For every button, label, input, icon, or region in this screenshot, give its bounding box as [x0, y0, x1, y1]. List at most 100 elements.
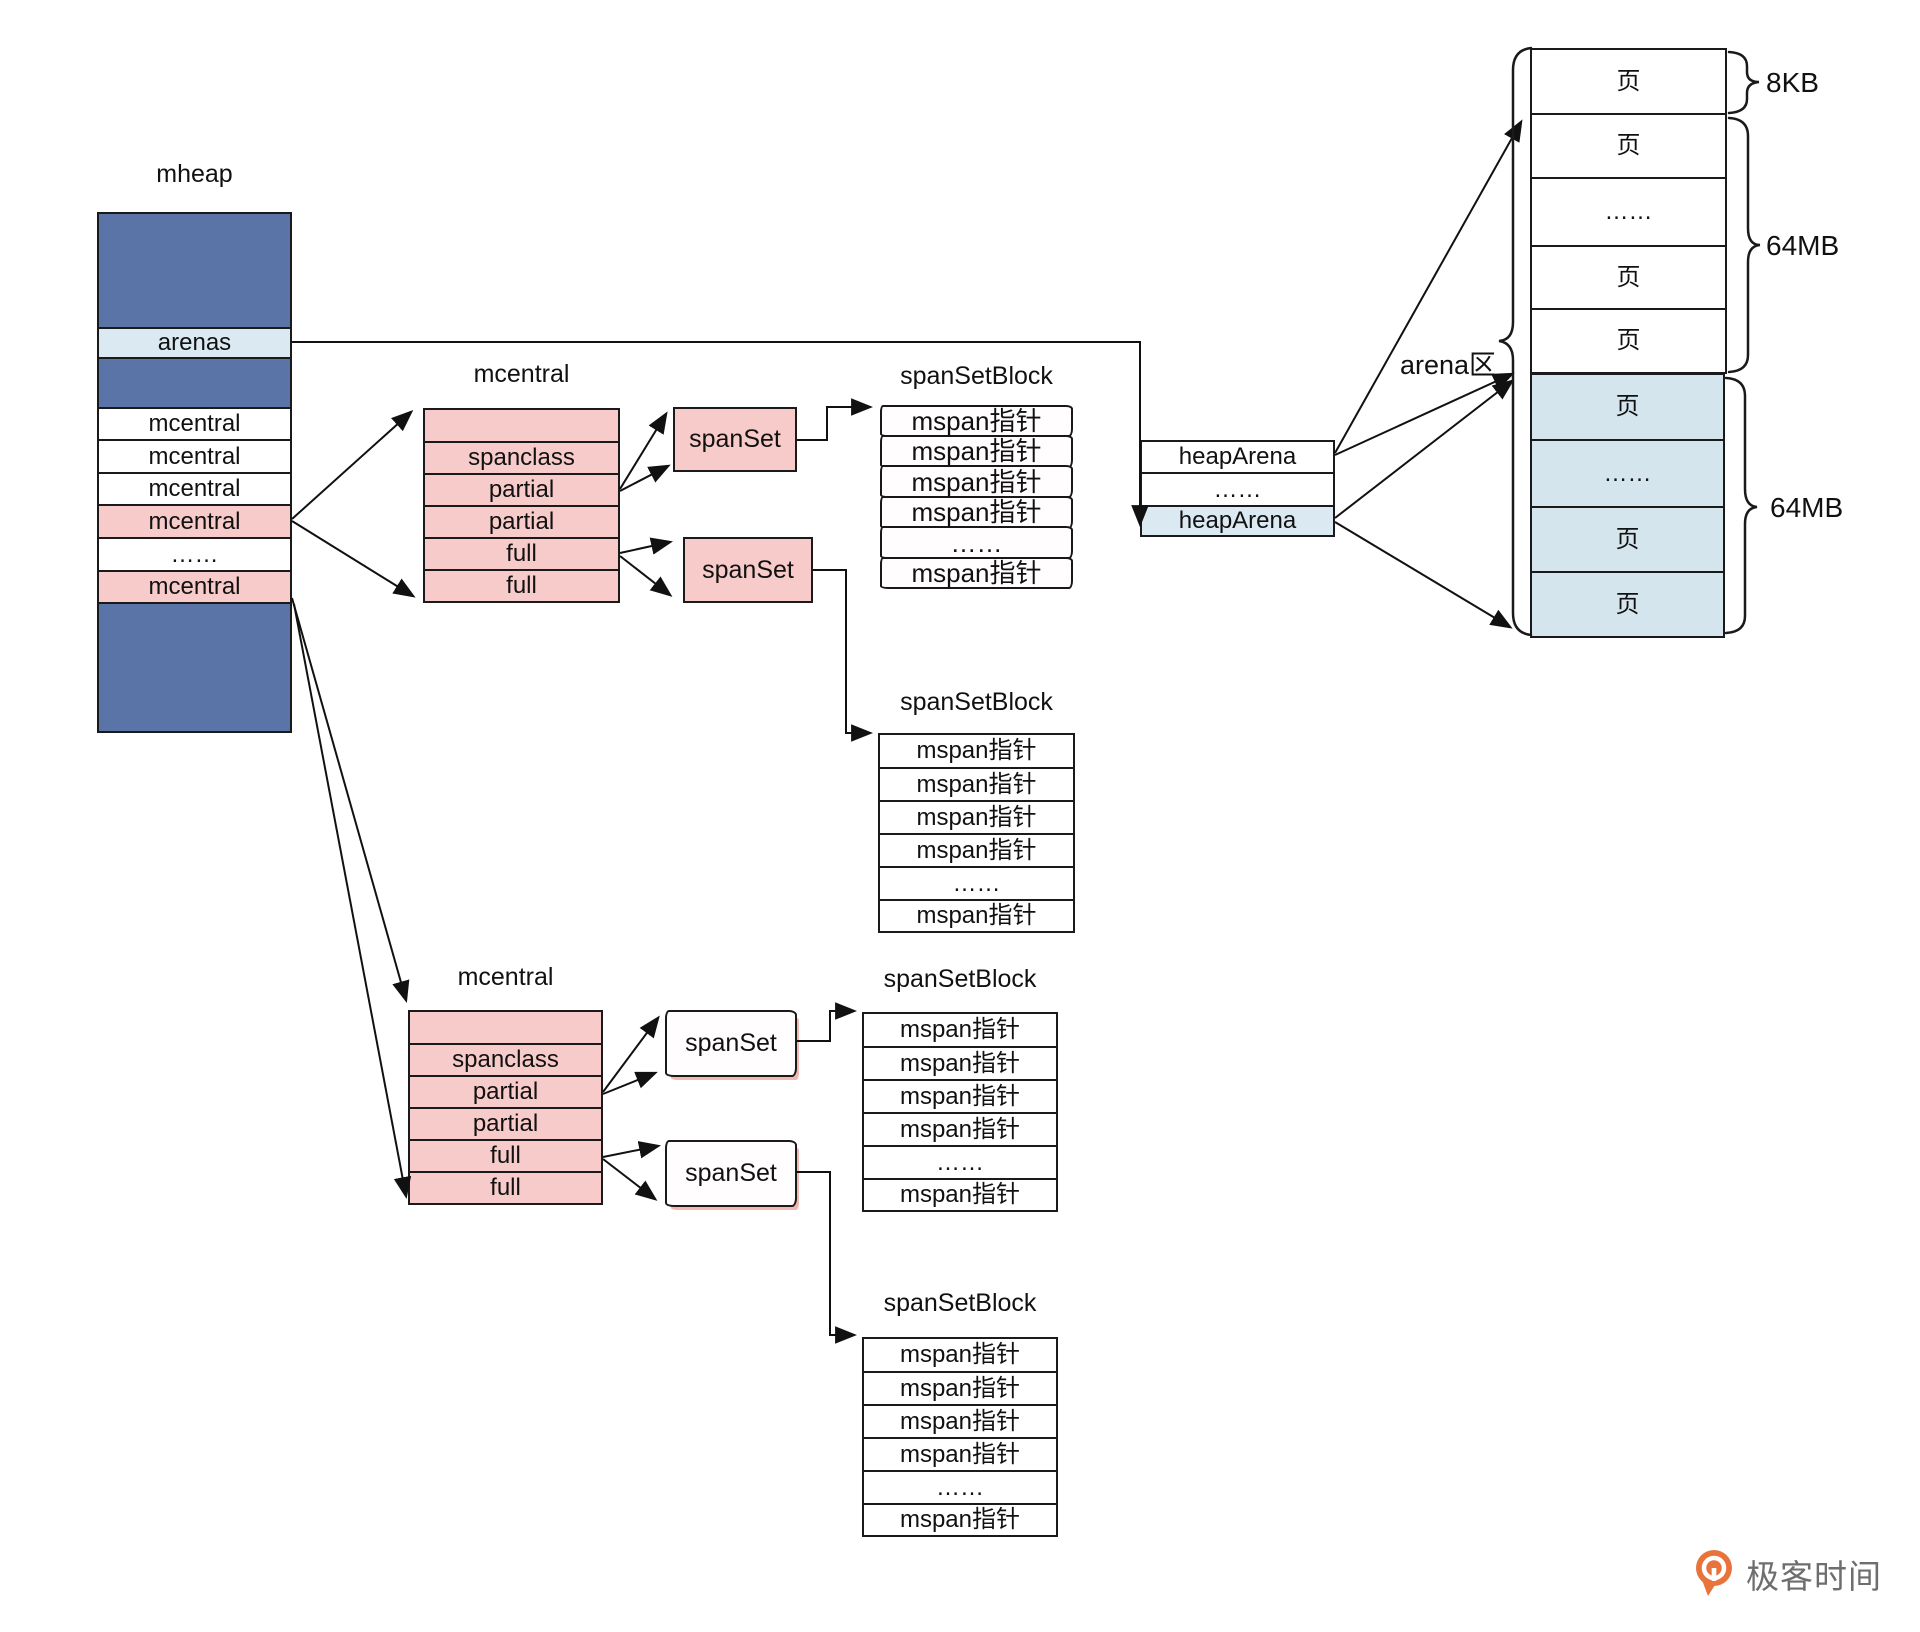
mcentral-field-spanclass: spanclass — [410, 1043, 601, 1075]
arrow-partial-to-spanset1-a — [619, 411, 668, 490]
spansetblock-4-title: spanSetBlock — [883, 1289, 1037, 1317]
arrow-spanset2-to-block2 — [813, 569, 874, 742]
ellipsis-cell: …… — [1532, 439, 1723, 506]
brace-64mb-blue — [1724, 376, 1758, 635]
mspan-pointer-cell: mspan指针 — [880, 800, 1073, 833]
arrow-mheap-to-mcentral-bottom-b — [293, 603, 412, 1200]
mspan-pointer-cell: mspan指针 — [864, 1079, 1056, 1112]
arrow-heaparena1-to-white-bottom — [1334, 372, 1515, 456]
arrow-heaparena2-to-blue-top — [1334, 379, 1515, 519]
page-cell: 页 — [1532, 245, 1725, 308]
arrow-partial-to-spanset3-b — [602, 1071, 658, 1095]
arrow-full-to-spanset4-b — [602, 1158, 658, 1201]
mheap-field — [99, 602, 290, 731]
geektime-logo-text: 极客时间 — [1746, 1558, 1882, 1595]
mspan-pointer-cell: mspan指针 — [880, 833, 1073, 866]
mcentral-field-full: full — [425, 537, 618, 569]
mcentral-top-struct: spanclass partial partial full full — [423, 408, 620, 603]
ellipsis-cell: …… — [1142, 472, 1333, 505]
ellipsis-cell: …… — [1532, 177, 1725, 245]
arrow-full-to-spanset4-a — [602, 1141, 662, 1159]
ellipsis-cell: …… — [880, 866, 1073, 899]
mheap-field-arenas: arenas — [99, 327, 290, 357]
page-cell: 页 — [1532, 50, 1725, 113]
mspan-pointer-cell: mspan指针 — [864, 1503, 1056, 1535]
mspan-pointer-cell: mspan指针 — [880, 495, 1073, 529]
spanset-box-1: spanSet — [673, 407, 797, 472]
mcentral-bottom-struct: spanclass partial partial full full — [408, 1010, 603, 1205]
arrow-full-to-spanset2-b — [619, 555, 673, 597]
geektime-logo-icon — [1696, 1550, 1732, 1596]
size-label-64mb-white: 64MB — [1766, 230, 1840, 261]
mcentral-field-partial: partial — [425, 505, 618, 537]
mcentral-field-partial: partial — [410, 1107, 601, 1139]
mcentral-top-title: mcentral — [473, 360, 570, 388]
heaparena-cell: heapArena — [1142, 442, 1333, 472]
mheap-title: mheap — [156, 160, 233, 188]
arena-pages-white: 页 页 …… 页 页 — [1530, 48, 1727, 374]
spanset-box-3: spanSet — [665, 1010, 797, 1077]
mheap-field-ellipsis: …… — [99, 537, 290, 570]
arrow-full-to-spanset2-a — [619, 537, 674, 555]
mspan-pointer-cell: mspan指针 — [880, 899, 1073, 931]
mcentral-field-spanclass: spanclass — [425, 441, 618, 473]
mheap-struct: arenas mcentral mcentral mcentral mcentr… — [97, 212, 292, 733]
mheap-field-mcentral: mcentral — [99, 407, 290, 439]
mheap-field-mcentral: mcentral — [99, 439, 290, 472]
spansetblock-4: mspan指针 mspan指针 mspan指针 mspan指针 …… mspan… — [862, 1337, 1058, 1537]
mspan-pointer-cell: mspan指针 — [864, 1046, 1056, 1079]
size-label-64mb-blue: 64MB — [1770, 492, 1844, 523]
spansetblock-1: mspan指针 mspan指针 mspan指针 mspan指针 …… mspan… — [880, 405, 1073, 589]
page-cell: 页 — [1532, 113, 1725, 177]
mheap-field-mcentral: mcentral — [99, 472, 290, 504]
mspan-pointer-cell: mspan指针 — [864, 1178, 1056, 1210]
arrow-spanset1-to-block1 — [797, 398, 874, 441]
spansetblock-3: mspan指针 mspan指针 mspan指针 mspan指针 …… mspan… — [862, 1012, 1058, 1212]
size-label-8kb: 8KB — [1766, 67, 1819, 98]
mcentral-field-full: full — [410, 1171, 601, 1203]
spansetblock-1-title: spanSetBlock — [900, 362, 1053, 390]
arrow-mheap-to-mcentral-top-b — [291, 520, 416, 598]
spanset-box-4: spanSet — [665, 1140, 797, 1207]
mheap-field — [99, 357, 290, 407]
spansetblock-3-title: spanSetBlock — [883, 965, 1037, 993]
arrow-partial-to-spanset1-b — [619, 464, 671, 492]
arena-area-label: arena区 — [1400, 350, 1497, 380]
mheap-field — [99, 214, 290, 327]
mspan-pointer-cell: mspan指针 — [864, 1404, 1056, 1437]
mcentral-field-full: full — [410, 1139, 601, 1171]
spansetblock-2: mspan指针 mspan指针 mspan指针 mspan指针 …… mspan… — [878, 733, 1075, 933]
page-cell: 页 — [1532, 308, 1725, 372]
arrow-mheap-to-mcentral-bottom-a — [291, 597, 410, 1003]
mheap-field-mcentral-highlight: mcentral — [99, 570, 290, 602]
heaparena-cell-highlight: heapArena — [1142, 505, 1333, 535]
mspan-pointer-cell: mspan指针 — [880, 465, 1073, 498]
mcentral-field — [425, 410, 618, 441]
mheap-field-mcentral-highlight: mcentral — [99, 504, 290, 537]
mcentral-bottom-title: mcentral — [457, 963, 554, 991]
arena-area-brace — [1498, 46, 1533, 637]
arrow-partial-to-spanset3-a — [602, 1015, 660, 1093]
mspan-pointer-cell: mspan指针 — [864, 1339, 1056, 1371]
arrow-heaparena1-to-white-top — [1334, 119, 1523, 454]
arrow-spanset3-to-block3 — [797, 1002, 858, 1042]
arrow-spanset4-to-block4 — [797, 1171, 858, 1344]
mspan-pointer-cell: mspan指针 — [864, 1112, 1056, 1145]
mspan-pointer-cell: mspan指针 — [880, 434, 1073, 468]
mcentral-field-partial: partial — [425, 473, 618, 505]
mspan-pointer-cell: mspan指针 — [880, 735, 1073, 767]
arrow-heaparena2-to-blue-bottom — [1334, 521, 1513, 629]
spanset-box-2: spanSet — [683, 537, 813, 603]
mcentral-field-partial: partial — [410, 1075, 601, 1107]
arrow-mheap-to-mcentral-top-a — [291, 409, 414, 520]
ellipsis-cell: …… — [864, 1145, 1056, 1178]
mspan-pointer-cell: mspan指针 — [880, 767, 1073, 800]
brace-8kb — [1727, 50, 1760, 115]
mspan-pointer-cell: mspan指针 — [864, 1437, 1056, 1470]
page-cell: 页 — [1532, 506, 1723, 571]
ellipsis-cell: …… — [864, 1470, 1056, 1503]
brace-64mb-white — [1727, 116, 1761, 374]
spansetblock-2-title: spanSetBlock — [900, 688, 1053, 716]
mspan-pointer-cell: mspan指针 — [864, 1371, 1056, 1404]
